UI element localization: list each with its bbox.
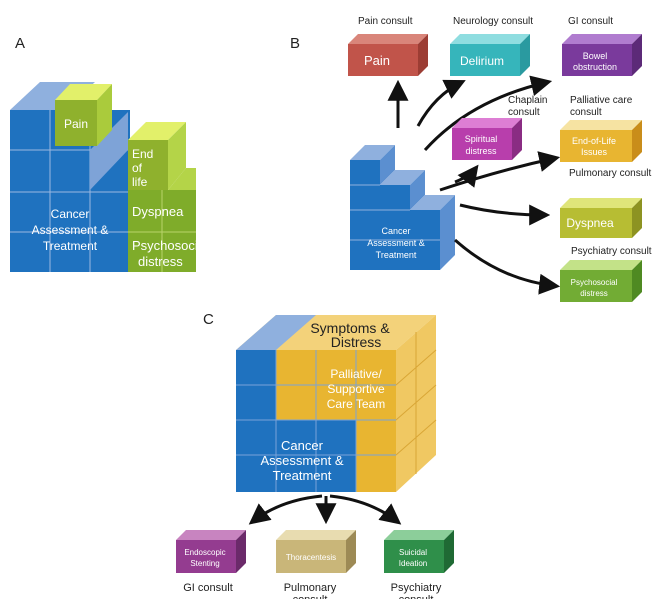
panel-a-cancer-label-3: Treatment: [43, 239, 98, 253]
panel-b-bowel-label-2: obstruction: [573, 62, 617, 72]
panel-c-symptoms-2: Distress: [331, 334, 382, 350]
panel-a-psy-label-2: distress: [138, 254, 183, 269]
panel-c-letter: C: [203, 311, 214, 328]
panel-c-cancer-1: Cancer: [281, 438, 324, 453]
panel-a-cancer-label-2: Assessment &: [32, 223, 109, 237]
panel-b-cancer-label-2: Assessment &: [367, 238, 425, 248]
panel-b-psychiatry-consult: Psychiatry consult: [571, 246, 652, 257]
panel-b-bowel-box: [562, 44, 632, 76]
panel-c-psych-1: Psychiatry: [391, 582, 442, 594]
panel-a-psy-label-1: Psychosocial: [132, 238, 208, 253]
panel-b-neurology-consult: Neurology consult: [453, 16, 533, 27]
panel-b-cancer-label-3: Treatment: [376, 250, 417, 260]
panel-b-eol-box: [560, 130, 632, 162]
panel-b-eol-label-1: End-of-Life: [572, 136, 616, 146]
panel-c-team-3: Care Team: [327, 397, 385, 411]
panel-b-gi-consult: GI consult: [568, 16, 613, 27]
panel-c-suicidal-box: [384, 540, 444, 573]
panel-c-cancer-2: Assessment &: [260, 453, 343, 468]
panel-b-chaplain-2: consult: [508, 107, 540, 118]
panel-c-team-1: Palliative/: [330, 367, 382, 381]
panel-b-diagram: Cancer Assessment & Treatment Pain consu…: [348, 16, 652, 302]
panel-b-letter: B: [290, 35, 300, 52]
panel-b-bowel-label-1: Bowel: [583, 51, 608, 61]
panel-b-spiritual-label-1: Spiritual: [465, 134, 498, 144]
panel-c-endo-1: Endoscopic: [184, 548, 225, 557]
panel-b-pain-consult: Pain consult: [358, 16, 413, 27]
panel-a-letter: A: [15, 35, 25, 52]
panel-a-diagram: Cancer Assessment & Treatment Pain End o…: [10, 82, 208, 272]
panel-c-suicidal-1: Suicidal: [399, 548, 427, 557]
panel-a-cancer-label-1: Cancer: [51, 207, 90, 221]
panel-b-dyspnea-label: Dyspnea: [566, 216, 614, 230]
panel-c-endo-2: Stenting: [190, 559, 219, 568]
panel-c-suicidal-2: Ideation: [399, 559, 427, 568]
panel-b-dyspnea-box: [560, 208, 632, 238]
panel-b-chaplain-1: Chaplain: [508, 95, 547, 106]
panel-a-pain-cube: [55, 100, 97, 146]
panel-a-end-of-life-cube: [128, 140, 168, 190]
panel-a-end-label-2: of: [132, 161, 143, 175]
panel-a-pain-label: Pain: [64, 117, 88, 131]
panel-c-pulm-1: Pulmonary: [284, 582, 337, 594]
panel-b-psy-label-2: distress: [580, 289, 608, 298]
panel-a-end-label-1: End: [132, 147, 153, 161]
panel-a-end-label-3: life: [132, 175, 148, 189]
panel-c-gi-consult: GI consult: [183, 582, 233, 594]
panel-c-endoscopic-box: [176, 540, 236, 573]
panel-c-team-2: Supportive: [327, 382, 385, 396]
panel-c-cancer-3: Treatment: [273, 468, 332, 483]
panel-b-pain-box-label: Pain: [364, 53, 390, 68]
panel-b-palliative-2: consult: [570, 107, 602, 118]
panel-c-thoracentesis-box: [276, 540, 346, 573]
panel-b-pain-box: [348, 44, 418, 76]
panel-b-eol-label-2: Issues: [581, 147, 608, 157]
panel-c-symptoms-1: Symptoms &: [310, 320, 390, 336]
panel-b-pulmonary-consult: Pulmonary consult: [569, 168, 651, 179]
panel-b-palliative-1: Palliative care: [570, 95, 633, 106]
panel-b-spiritual-box: [452, 128, 512, 160]
panel-c-psych-2: consult: [399, 594, 434, 599]
panel-b-cancer-label-1: Cancer: [381, 226, 410, 236]
panel-c-pulm-2: consult: [293, 594, 328, 599]
panel-b-psychosocial-box: [560, 270, 632, 302]
panel-b-psy-label-1: Psychosocial: [571, 278, 618, 287]
panel-b-spiritual-label-2: distress: [465, 146, 497, 156]
panel-c-diagram: Symptoms & Distress Palliative/ Supporti…: [176, 315, 454, 599]
panel-b-delirium-box: [450, 44, 520, 76]
panel-a-dyspnea-label: Dyspnea: [132, 204, 184, 219]
panel-c-thora-label: Thoracentesis: [286, 553, 336, 562]
panel-b-delirium-box-label: Delirium: [460, 54, 504, 68]
